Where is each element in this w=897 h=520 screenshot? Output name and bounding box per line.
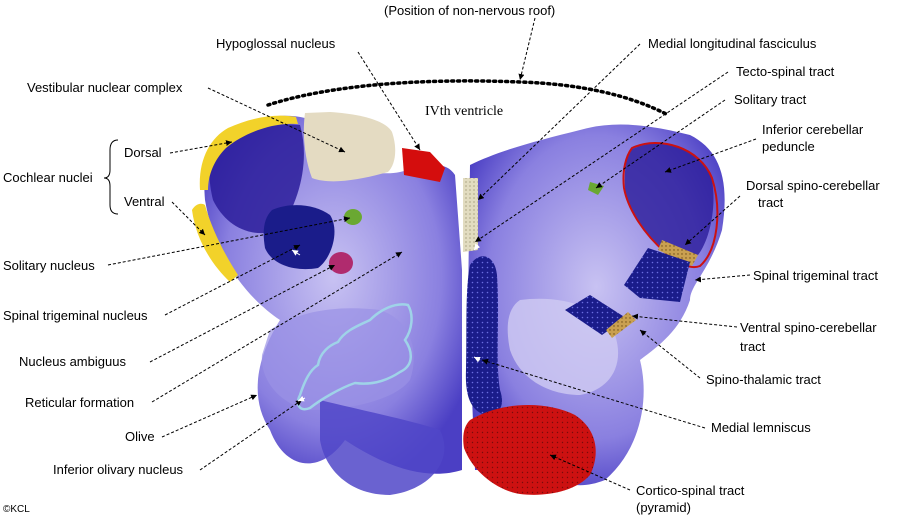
cochlear-bracket <box>103 139 119 215</box>
non-nervous-roof-arc <box>266 79 670 117</box>
label-medial-longitudinal-fasciculus: Medial longitudinal fasciculus <box>648 36 817 51</box>
label-hypoglossal-nucleus: Hypoglossal nucleus <box>216 36 336 51</box>
label-inferior-cerebellar-peduncle-1: Inferior cerebellar <box>762 122 864 137</box>
label-cortico-spinal-tract-2: (pyramid) <box>636 500 691 515</box>
copyright-text: ©KCL <box>3 504 30 515</box>
leader-lines <box>107 17 757 491</box>
label-dorsal-spino-cerebellar-2: tract <box>758 195 784 210</box>
label-vestibular-nuclear-complex: Vestibular nuclear complex <box>27 80 183 95</box>
medial-lemniscus <box>465 256 503 415</box>
label-spino-thalamic-tract: Spino-thalamic tract <box>706 372 821 387</box>
label-medial-lemniscus: Medial lemniscus <box>711 420 811 435</box>
medial-longitudinal-fasciculus <box>463 178 478 252</box>
label-spinal-trigeminal-nucleus: Spinal trigeminal nucleus <box>3 308 148 323</box>
label-nucleus-ambiguus: Nucleus ambiguus <box>19 354 126 369</box>
cortico-spinal-tract-pyramid <box>463 404 596 495</box>
label-spinal-trigeminal-tract: Spinal trigeminal tract <box>753 268 878 283</box>
label-olive: Olive <box>125 429 155 444</box>
spino-thalamic-tract <box>606 312 636 338</box>
white-arrows <box>291 243 481 402</box>
label-solitary-nucleus: Solitary nucleus <box>3 258 95 273</box>
label-fourth-ventricle: IVth ventricle <box>425 104 504 119</box>
label-ventral-spino-cerebellar-1: Ventral spino-cerebellar <box>740 320 877 335</box>
label-dorsal: Dorsal <box>124 145 162 160</box>
left-olive-region <box>261 308 414 410</box>
label-roof: (Position of non-nervous roof) <box>384 3 556 18</box>
label-dorsal-spino-cerebellar-1: Dorsal spino-cerebellar <box>746 178 880 193</box>
cochlear-nucleus-ventral-yellow <box>192 203 238 282</box>
solitary-nucleus-green <box>344 209 362 225</box>
cerebellar-dark-region <box>209 124 304 234</box>
label-tecto-spinal-tract: Tecto-spinal tract <box>736 64 835 79</box>
spinal-trigeminal-nucleus <box>263 205 335 270</box>
label-inferior-olivary-nucleus: Inferior olivary nucleus <box>53 462 184 477</box>
label-inferior-cerebellar-peduncle-2: peduncle <box>762 139 815 154</box>
cochlear-nucleus-dorsal-yellow <box>199 115 298 190</box>
inferior-olivary-nucleus-outline <box>296 303 413 411</box>
spinal-trigeminal-tract <box>624 248 690 302</box>
label-cortico-spinal-tract-1: Cortico-spinal tract <box>636 483 745 498</box>
vestibular-nuclear-complex <box>303 112 396 182</box>
dorsal-spino-cerebellar-tract <box>658 240 698 266</box>
label-ventral-spino-cerebellar-2: tract <box>740 339 766 354</box>
label-cochlear-nuclei: Cochlear nuclei <box>3 170 93 185</box>
label-reticular-formation: Reticular formation <box>25 395 135 410</box>
hypoglossal-nucleus <box>402 148 445 182</box>
label-ventral: Ventral <box>124 194 165 209</box>
left-lower-lobe <box>320 400 445 495</box>
label-solitary-tract: Solitary tract <box>734 92 807 107</box>
nucleus-ambiguus <box>329 252 353 274</box>
ventral-spino-cerebellar-tract <box>565 295 626 335</box>
